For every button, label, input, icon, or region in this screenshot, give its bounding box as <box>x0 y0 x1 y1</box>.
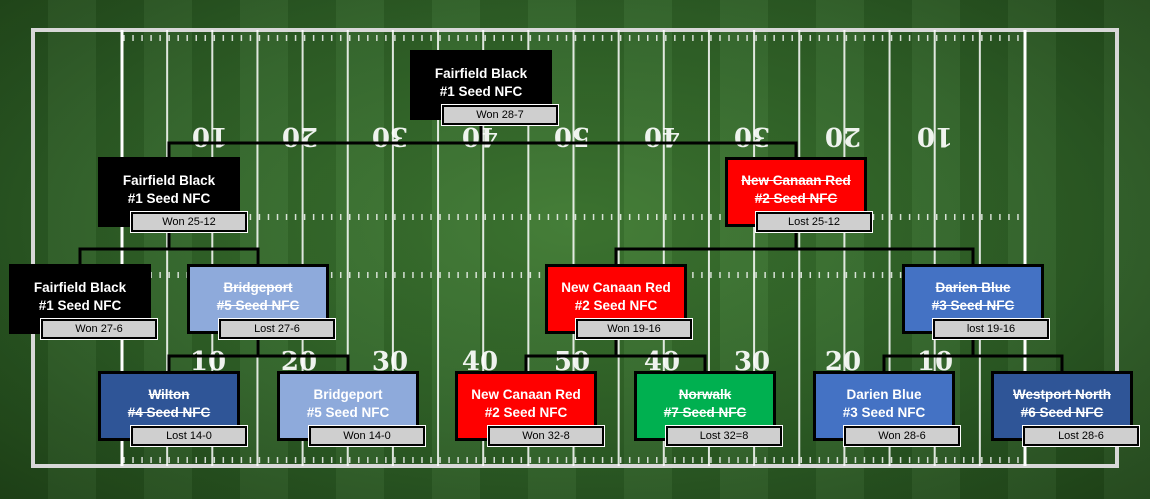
connector-semi-right <box>614 247 975 264</box>
team-name: Bridgeport <box>223 280 293 295</box>
team-name: New Canaan Red <box>741 173 851 188</box>
team-seed: #2 Seed NFC <box>574 298 658 313</box>
team-name: Fairfield Black <box>434 66 528 81</box>
result-first-round-3: Won 32-8 <box>487 425 605 447</box>
team-name: Norwalk <box>678 387 732 402</box>
team-name: Westport North <box>1013 387 1111 402</box>
result-semifinal-1: Won 25-12 <box>130 211 248 233</box>
yard-number-top: 10 <box>917 121 953 151</box>
team-name: Wilton <box>148 387 190 402</box>
result-first-round-2: Won 14-0 <box>308 425 426 447</box>
team-seed: #7 Seed NFC <box>663 405 747 420</box>
yard-number-top: 50 <box>554 121 590 151</box>
team-name: Darien Blue <box>935 280 1011 295</box>
result-first-round-4: Lost 32=8 <box>665 425 783 447</box>
connector-semi-left <box>78 247 260 264</box>
team-seed: #1 Seed NFC <box>127 191 211 206</box>
team-name: Fairfield Black <box>122 173 216 188</box>
team-name: New Canaan Red <box>561 280 671 295</box>
team-seed: #3 Seed NFC <box>842 405 926 420</box>
team-seed: #1 Seed NFC <box>38 298 122 313</box>
team-name: Darien Blue <box>846 387 922 402</box>
result-quarterfinal-2: Lost 27-6 <box>218 318 336 340</box>
field-boundary <box>31 28 1119 468</box>
yard-number-top: 30 <box>372 121 408 151</box>
team-seed: #2 Seed NFC <box>754 191 838 206</box>
yard-number-top: 10 <box>192 121 228 151</box>
result-first-round-5: Won 28-6 <box>843 425 961 447</box>
team-name: New Canaan Red <box>471 387 581 402</box>
yard-number-top: 20 <box>282 121 318 151</box>
team-name: Bridgeport <box>313 387 383 402</box>
team-seed: #3 Seed NFC <box>931 298 1015 313</box>
result-first-round-6: Lost 28-6 <box>1022 425 1140 447</box>
result-first-round-1: Lost 14-0 <box>130 425 248 447</box>
yard-number-top: 40 <box>644 121 680 151</box>
yard-number-top: 20 <box>825 121 861 151</box>
result-champion: Won 28-7 <box>441 104 559 126</box>
result-quarterfinal-4: lost 19-16 <box>932 318 1050 340</box>
team-name: Fairfield Black <box>33 280 127 295</box>
team-seed: #5 Seed NFC <box>306 405 390 420</box>
team-seed: #5 Seed NFC <box>216 298 300 313</box>
yard-number-top: 30 <box>734 121 770 151</box>
result-quarterfinal-1: Won 27-6 <box>40 318 158 340</box>
team-seed: #2 Seed NFC <box>484 405 568 420</box>
team-seed: #1 Seed NFC <box>439 84 523 99</box>
connector-round1-c <box>882 354 1064 371</box>
team-seed: #6 Seed NFC <box>1020 405 1104 420</box>
result-quarterfinal-3: Won 19-16 <box>575 318 693 340</box>
result-semifinal-2: Lost 25-12 <box>755 211 873 233</box>
team-seed: #4 Seed NFC <box>127 405 211 420</box>
